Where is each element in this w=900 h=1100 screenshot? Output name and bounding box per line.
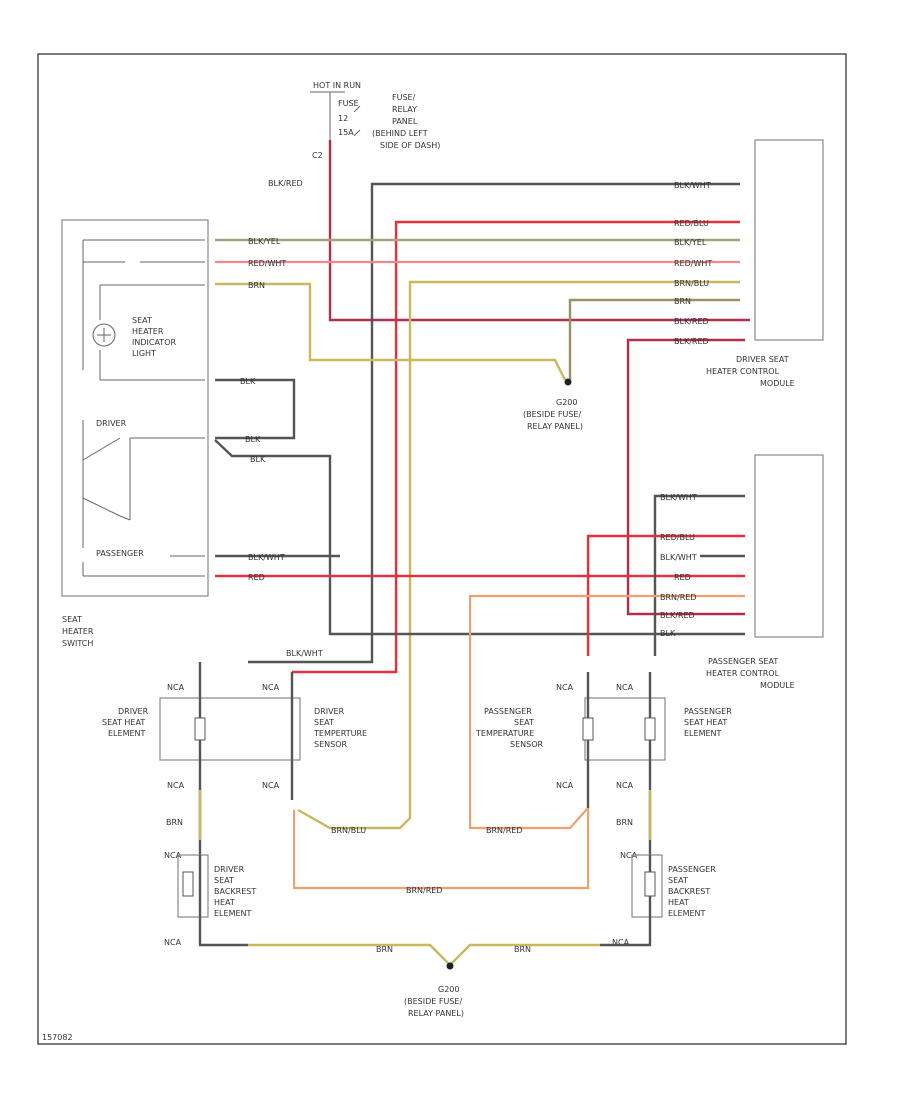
wire-label-blk-red-pass: BLK/RED [660, 611, 695, 620]
fuse-number: 12 [338, 114, 348, 123]
footer-code: 157082 [42, 1033, 73, 1042]
wire-brn-bottom [248, 943, 600, 967]
wire-label-brn-pass: BRN [616, 818, 633, 827]
wire-label-blk-wht-pass-2: BLK/WHT [660, 553, 697, 562]
driver-switch-label: DRIVER [96, 419, 127, 428]
nca-2: NCA [262, 683, 280, 692]
passenger-switch-label: PASSENGER [96, 549, 144, 558]
wire-red-blu-driver [292, 220, 740, 674]
wire-brn-switch [215, 282, 567, 381]
driver-backrest-box [177, 854, 209, 918]
wire-blk-red-module [626, 338, 745, 616]
wire-label-red-blu-pass: RED/BLU [660, 533, 695, 542]
driver-element-box [159, 697, 301, 761]
wire-brn-red-pass [468, 594, 745, 830]
wire-label-brn-blu-bottom: BRN/BLU [331, 826, 366, 835]
passenger-module-box [754, 454, 824, 638]
fuse-label: FUSE [338, 99, 359, 108]
wire-label-brn-bottom-left: BRN [376, 945, 393, 954]
wire-blk-wht-pass-module [653, 494, 745, 656]
driver-element-resistor [194, 717, 206, 741]
driver-module-box [754, 139, 824, 341]
passenger-sensor-resistor [582, 717, 594, 741]
wire-label-blk-2: BLK [245, 435, 261, 444]
wire-brn-red-loop [292, 808, 590, 890]
diagram-frame [37, 53, 847, 1045]
wire-label-red-pass-left: RED [248, 573, 265, 582]
wire-label-brn-red-loop: BRN/RED [406, 886, 443, 895]
wire-blk-wht-driver [248, 182, 740, 664]
nca-1: NCA [167, 683, 185, 692]
wire-label-brn-bottom-right: BRN [514, 945, 531, 954]
wire-label-brn-blu: BRN/BLU [674, 279, 709, 288]
wire-blk-switch-down [214, 439, 745, 636]
fuse-amperage: 15A [338, 128, 354, 137]
wire-label-red-pass-right: RED [674, 573, 691, 582]
wire-blk-red-fuse [328, 140, 750, 322]
wire-label-red-wht-left: RED/WHT [248, 259, 286, 268]
wire-label-brn-driver: BRN [166, 818, 183, 827]
wire-label-red-wht-right: RED/WHT [674, 259, 712, 268]
g200-top-ground-icon [564, 378, 572, 386]
hot-in-run-label: HOT IN RUN [313, 81, 361, 90]
nca-9: NCA [164, 851, 182, 860]
wire-label-blk-pass: BLK [660, 629, 676, 638]
g200-bottom-label: G200(BESIDE FUSE/RELAY PANEL) [404, 985, 464, 1018]
wire-label-blk-wht-pass-left: BLK/WHT [248, 553, 285, 562]
wire-red-blu-pass [586, 534, 745, 656]
nca-10: NCA [620, 851, 638, 860]
wire-label-blk-wht-pass: BLK/WHT [660, 493, 697, 502]
nca-7: NCA [556, 781, 574, 790]
wire-label-red-blu: RED/BLU [674, 219, 709, 228]
wire-label-blk-yel-right: BLK/YEL [674, 238, 707, 247]
nca-3: NCA [556, 683, 574, 692]
wire-label-blk-1: BLK [240, 377, 256, 386]
wire-label-brn-red-pass-bottom: BRN/RED [486, 826, 523, 835]
nca-11: NCA [164, 938, 182, 947]
wire-label-blk-yel-left: BLK/YEL [248, 237, 281, 246]
nca-5: NCA [167, 781, 185, 790]
nca-8: NCA [616, 781, 634, 790]
c2-label: C2 [312, 151, 323, 160]
g200-bottom-ground-icon [446, 962, 454, 970]
wire-brn-blu-driver [297, 280, 740, 830]
wire-label-brn-switch: BRN [248, 281, 265, 290]
wire-brn-module [568, 298, 740, 380]
seat-heater-switch-box [61, 219, 209, 597]
wire-label-blk-wht: BLK/WHT [674, 181, 711, 190]
wire-label-blk-3: BLK [250, 455, 266, 464]
g200-top-label: G200(BESIDE FUSE/RELAY PANEL) [523, 398, 583, 431]
wire-label-blk-red-1: BLK/RED [674, 317, 709, 326]
wire-label-blk-red-2: BLK/RED [674, 337, 709, 346]
nca-4: NCA [616, 683, 634, 692]
pass-backrest-box [631, 854, 663, 918]
wire-blk-switch-loop [215, 378, 296, 440]
nca-6: NCA [262, 781, 280, 790]
passenger-element-resistor [644, 717, 656, 741]
wire-label-blk-red-top: BLK/RED [268, 179, 303, 188]
wire-label-brn-module: BRN [674, 297, 691, 306]
wire-label-blk-wht-bottom: BLK/WHT [286, 649, 323, 658]
wire-label-brn-red-pass: BRN/RED [660, 593, 697, 602]
nca-12: NCA [612, 938, 630, 947]
